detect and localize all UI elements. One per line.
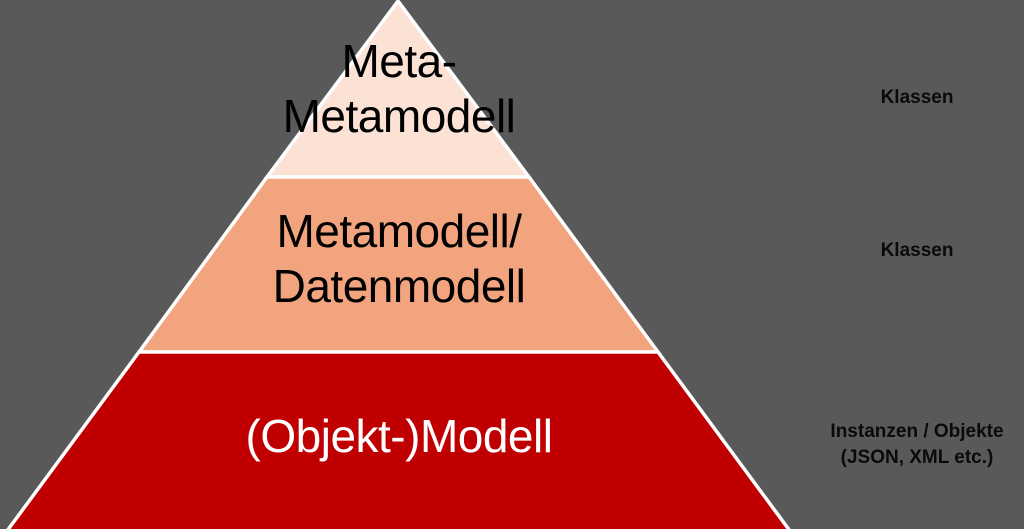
- pyramid-level-top-line-1: Meta-: [341, 35, 457, 87]
- annotation-klassen-top: Klassen: [881, 85, 954, 111]
- annotation-klassen-middle: Klassen: [881, 238, 954, 264]
- pyramid-level-middle-line-2: Datenmodell: [272, 260, 526, 312]
- pyramid-level-top-line-2: Metamodell: [282, 90, 516, 142]
- pyramid-level-middle-line-1: Metamodell/: [276, 205, 522, 257]
- pyramid-level-bottom-label: (Objekt-)Modell: [246, 409, 553, 464]
- annotation-klassen-top-text: Klassen: [880, 87, 954, 108]
- annotation-instanzen-line-2: (JSON, XML etc.): [840, 447, 994, 468]
- annotation-klassen-middle-text: Klassen: [880, 240, 954, 261]
- annotation-instanzen-line-1: Instanzen / Objekte: [830, 421, 1004, 442]
- pyramid-level-bottom-shape: [6, 350, 791, 529]
- annotation-instanzen-objekte: Instanzen / Objekte (JSON, XML etc.): [830, 419, 1003, 471]
- pyramid-level-bottom-line-1: (Objekt-)Modell: [245, 410, 553, 462]
- pyramid-level-middle-label: Metamodell/ Datenmodell: [273, 204, 526, 314]
- pyramid-level-top-label: Meta- Metamodell: [283, 34, 516, 144]
